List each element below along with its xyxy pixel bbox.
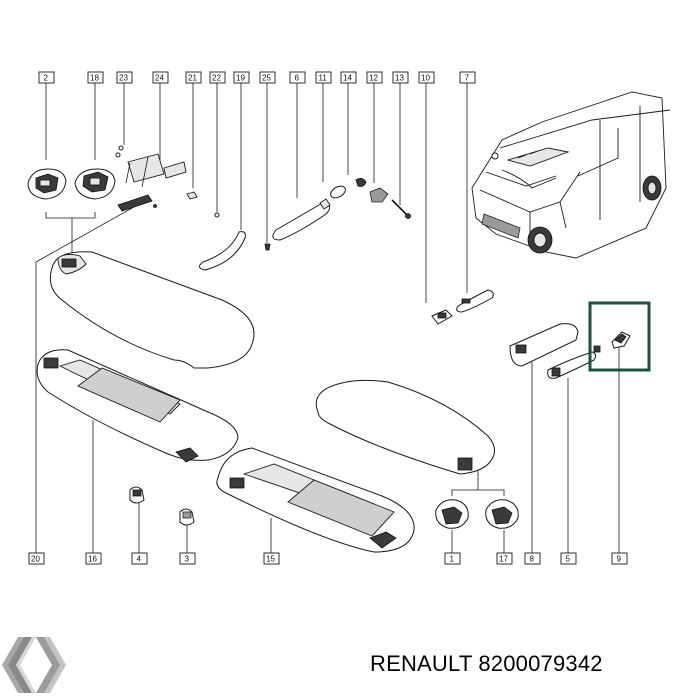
- label-6: 6: [289, 71, 306, 84]
- part-4-clip: [129, 486, 145, 504]
- label-9-text: 9: [617, 555, 622, 564]
- leader-lines-bottom: [35, 197, 620, 553]
- label-11-text: 11: [319, 74, 328, 83]
- label-17-text: 17: [499, 555, 508, 564]
- label-7: 7: [459, 71, 476, 84]
- label-16: 16: [85, 552, 102, 565]
- part-17-clip: [485, 499, 519, 529]
- part-6-grab-handle: [272, 198, 331, 241]
- part-7-grab-handle: [456, 289, 494, 313]
- label-2-text: 2: [44, 74, 49, 83]
- part-10-clip: [431, 309, 453, 325]
- label-24-text: 24: [155, 74, 164, 83]
- label-15-text: 15: [266, 555, 275, 564]
- part-1-clip: [435, 499, 469, 529]
- part-21-clip: [186, 191, 198, 200]
- leader-lines-top: [45, 83, 468, 303]
- part-3-clip: [179, 508, 195, 526]
- part-25-screw: [264, 243, 271, 251]
- part-12-washer: [369, 187, 389, 203]
- part-23-24-lamp-assembly: [115, 145, 187, 212]
- sun-visor-lower-left: [36, 349, 239, 463]
- label-13-text: 13: [395, 74, 404, 83]
- label-24: 24: [152, 71, 169, 84]
- label-18-text: 18: [90, 74, 99, 83]
- part-5-handle: [547, 345, 601, 379]
- label-22-text: 22: [212, 74, 221, 83]
- sun-visor-right: [315, 379, 495, 475]
- label-15: 15: [263, 552, 280, 565]
- label-1: 1: [444, 552, 461, 565]
- part-13-bolt: [391, 199, 411, 219]
- part-14-cap: [355, 178, 367, 187]
- part-8-console: [509, 323, 579, 367]
- label-12-text: 12: [369, 74, 378, 83]
- sun-visor-upper-left: [49, 251, 255, 369]
- part-18-clip: [74, 168, 116, 200]
- label-20: 20: [28, 552, 45, 565]
- label-23-text: 23: [119, 74, 128, 83]
- label-21-text: 21: [188, 74, 197, 83]
- label-11: 11: [315, 71, 332, 84]
- label-22: 22: [209, 71, 226, 84]
- part-9-highlight-box: [588, 301, 651, 372]
- label-19-text: 19: [236, 74, 245, 83]
- van-illustration: [471, 91, 671, 259]
- label-10-text: 10: [421, 74, 430, 83]
- label-14: 14: [340, 71, 357, 84]
- label-20-text: 20: [31, 555, 40, 564]
- label-4-text: 4: [137, 555, 142, 564]
- label-17: 17: [496, 552, 513, 565]
- label-6-text: 6: [295, 74, 300, 83]
- label-21: 21: [185, 71, 202, 84]
- label-3-text: 3: [185, 555, 190, 564]
- label-25: 25: [259, 71, 276, 84]
- label-9: 9: [611, 552, 628, 565]
- renault-diamond-logo: [2, 637, 66, 693]
- label-8: 8: [524, 552, 541, 565]
- label-4: 4: [131, 552, 148, 565]
- sun-visor-lower-center: [216, 447, 415, 553]
- label-3: 3: [179, 552, 196, 565]
- part-22-screw: [214, 212, 220, 218]
- label-5: 5: [560, 552, 577, 565]
- part-19-grab-handle: [199, 231, 246, 271]
- part-number-caption: RENAULT 8200079342: [370, 651, 603, 676]
- part-11-plug: [330, 185, 346, 199]
- part-2-clip: [27, 168, 67, 200]
- label-5-text: 5: [566, 555, 571, 564]
- label-1-text: 1: [450, 555, 455, 564]
- label-14-text: 14: [343, 74, 352, 83]
- label-8-text: 8: [530, 555, 535, 564]
- label-10: 10: [418, 71, 435, 84]
- label-18: 18: [87, 71, 104, 84]
- label-19: 19: [233, 71, 250, 84]
- label-23: 23: [116, 71, 133, 84]
- label-13: 13: [392, 71, 409, 84]
- label-2: 2: [38, 71, 55, 84]
- label-16-text: 16: [88, 555, 97, 564]
- label-12: 12: [366, 71, 383, 84]
- label-25-text: 25: [262, 74, 271, 83]
- label-7-text: 7: [465, 74, 470, 83]
